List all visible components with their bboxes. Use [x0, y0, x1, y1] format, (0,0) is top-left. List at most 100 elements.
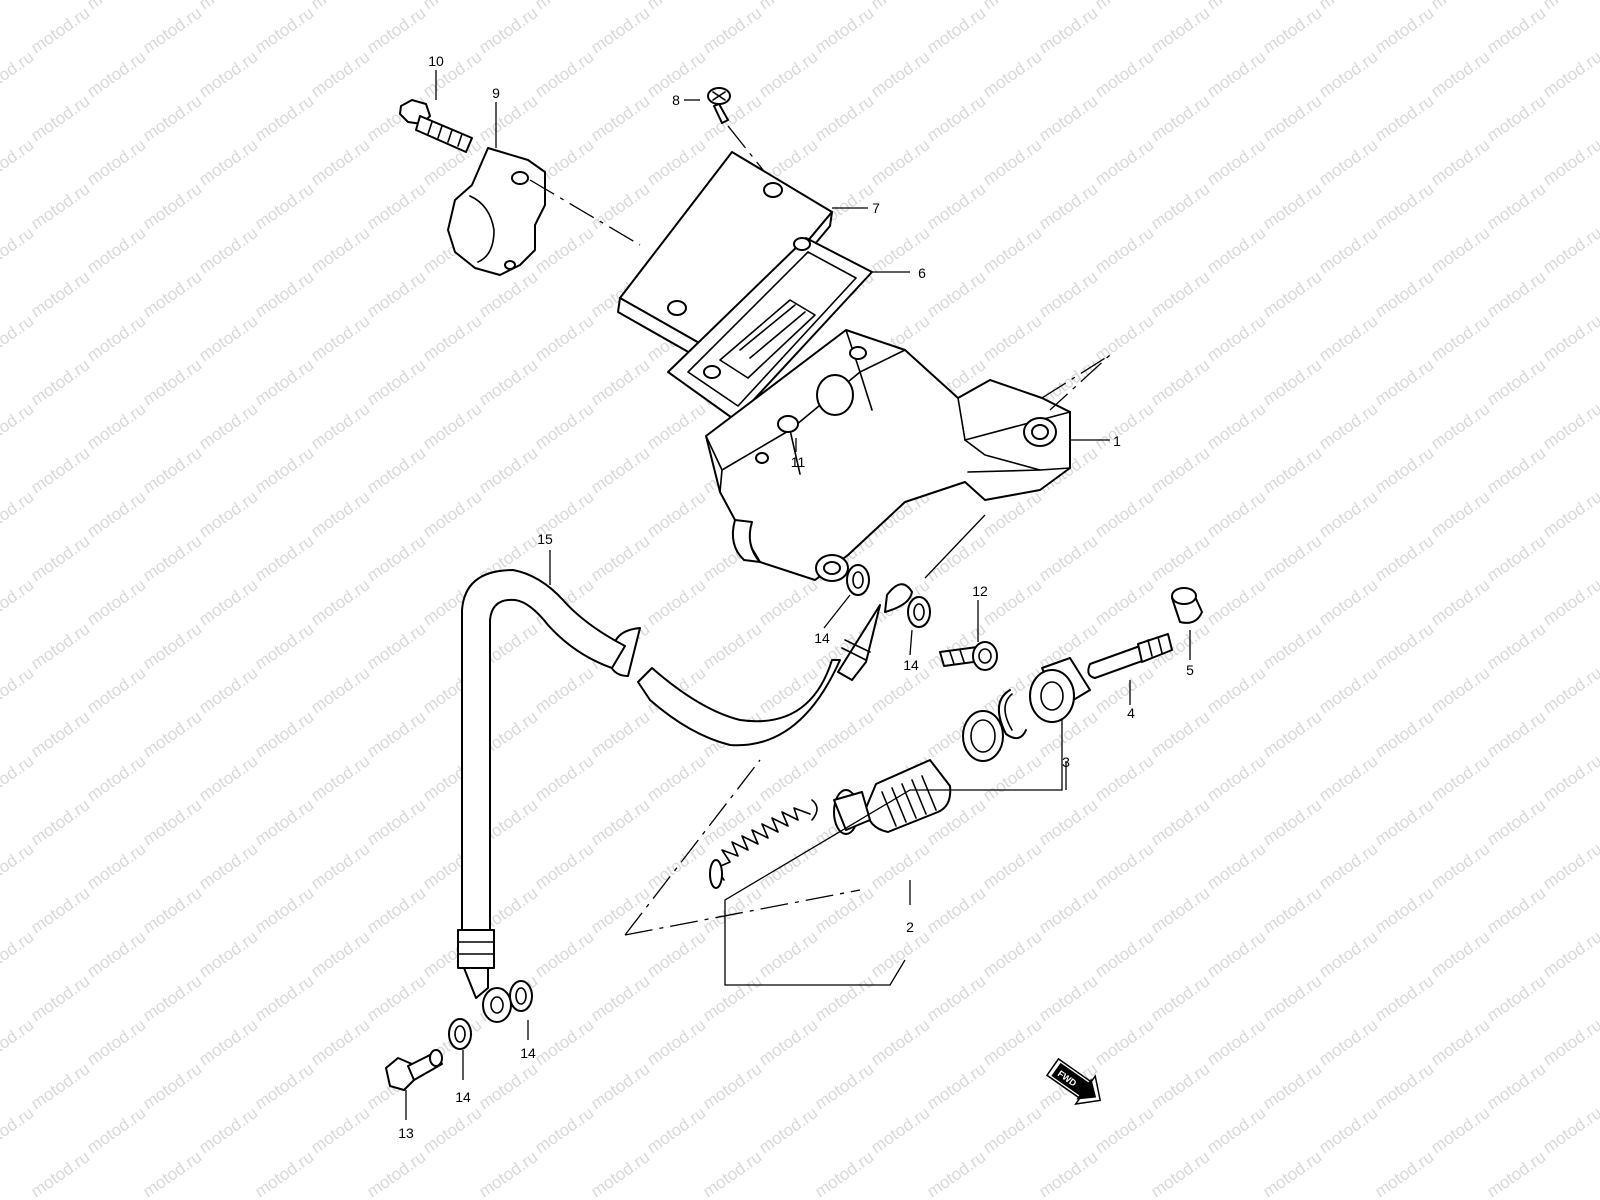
label-part-8: 8 [672, 92, 680, 108]
watermark-text: motod.ru [0, 135, 37, 189]
watermark-text: motod.ru [139, 531, 205, 585]
watermark-text: motod.ru [811, 883, 877, 937]
label-part-13: 13 [398, 1125, 414, 1141]
watermark-text: motod.ru [1539, 399, 1600, 453]
watermark-text: motod.ru [587, 795, 653, 849]
watermark-text: motod.ru [1539, 223, 1600, 277]
watermark-text: motod.ru [195, 663, 261, 717]
watermark-text: motod.ru [363, 3, 429, 57]
watermark-text: motod.ru [1371, 267, 1437, 321]
watermark-text: motod.ru [0, 223, 37, 277]
watermark-text: motod.ru [1315, 575, 1381, 629]
watermark-text: motod.ru [587, 1059, 653, 1113]
watermark-text: motod.ru [531, 927, 597, 981]
watermark-text: motod.ru [139, 267, 205, 321]
label-part-2: 2 [906, 919, 914, 935]
watermark-text: motod.ru [587, 179, 653, 233]
watermark-text: motod.ru [83, 839, 149, 893]
watermark-text: motod.ru [531, 311, 597, 365]
watermark-text: motod.ru [363, 443, 429, 497]
watermark-text: motod.ru [1035, 795, 1101, 849]
watermark-text: motod.ru [307, 1015, 373, 1069]
watermark-text: motod.ru [419, 0, 485, 13]
watermark-text: motod.ru [251, 883, 317, 937]
forward-arrow-icon: FWD [1045, 1057, 1102, 1105]
watermark-text: motod.ru [1259, 1059, 1325, 1113]
watermark-text: motod.ru [1371, 883, 1437, 937]
watermark-text: motod.ru [867, 927, 933, 981]
label-part-1: 1 [1113, 433, 1121, 449]
watermark-text: motod.ru [1483, 91, 1549, 145]
watermark-text: motod.ru [27, 795, 93, 849]
watermark-text: motod.ru [195, 751, 261, 805]
watermark-text: motod.ru [1091, 1103, 1157, 1157]
label-part-9: 9 [492, 85, 500, 101]
watermark-text: motod.ru [1091, 1015, 1157, 1069]
watermark-text: motod.ru [363, 531, 429, 585]
watermark-text: motod.ru [307, 399, 373, 453]
watermark-text: motod.ru [195, 399, 261, 453]
watermark-text: motod.ru [1203, 663, 1269, 717]
watermark-text: motod.ru [139, 795, 205, 849]
watermark-text: motod.ru [0, 1015, 37, 1069]
watermark-text: motod.ru [1371, 971, 1437, 1025]
watermark-text: motod.ru [1315, 47, 1381, 101]
watermark-text: motod.ru [1539, 751, 1600, 805]
watermark-text: motod.ru [587, 1147, 653, 1200]
watermark-text: motod.ru [0, 751, 37, 805]
watermark-text: motod.ru [1595, 443, 1600, 497]
watermark-text: motod.ru [755, 1015, 821, 1069]
watermark-text: motod.ru [195, 927, 261, 981]
centerline-body-lower [924, 514, 986, 579]
watermark-text: motod.ru [83, 487, 149, 541]
watermark-text: motod.ru [531, 1015, 597, 1069]
watermark-text: motod.ru [251, 179, 317, 233]
watermark-text: motod.ru [1147, 443, 1213, 497]
watermark-text: motod.ru [1483, 883, 1549, 937]
watermark-text: motod.ru [475, 3, 541, 57]
watermark-text: motod.ru [83, 47, 149, 101]
watermark-text: motod.ru [251, 707, 317, 761]
watermark-text: motod.ru [699, 795, 765, 849]
watermark-text: motod.ru [1483, 531, 1549, 585]
watermark-text: motod.ru [1371, 619, 1437, 673]
watermark-text: motod.ru [1539, 311, 1600, 365]
label-part-5: 5 [1186, 662, 1194, 678]
watermark-text: motod.ru [1427, 223, 1493, 277]
watermark-text: motod.ru [27, 267, 93, 321]
watermark-text: motod.ru [531, 1103, 597, 1157]
watermark-text: motod.ru [139, 91, 205, 145]
watermark-text: motod.ru [979, 135, 1045, 189]
banjo-bolt-part-13 [385, 1049, 443, 1091]
watermark-text: motod.ru [1539, 47, 1600, 101]
watermark-text: motod.ru [699, 971, 765, 1025]
part-numbers: 10 9 8 7 6 1 11 15 12 14 14 5 4 3 2 14 1… [398, 53, 1194, 1141]
watermark-text: motod.ru [867, 0, 933, 13]
watermark-text: motod.ru [1427, 1103, 1493, 1157]
watermark-text: motod.ru [27, 707, 93, 761]
watermark-text: motod.ru [1203, 223, 1269, 277]
watermark-text: motod.ru [1147, 1059, 1213, 1113]
watermark-text: motod.ru [251, 3, 317, 57]
watermark-text: motod.ru [1371, 355, 1437, 409]
watermark-text: motod.ru [1427, 311, 1493, 365]
watermark-text: motod.ru [1259, 443, 1325, 497]
watermark-text: motod.ru [755, 751, 821, 805]
washer-part-14-lower-b [448, 1018, 472, 1050]
banjo-bolt-part-12 [939, 641, 998, 671]
watermark-text: motod.ru [1147, 3, 1213, 57]
label-part-10: 10 [428, 53, 444, 69]
watermark-text: motod.ru [1595, 883, 1600, 937]
watermark-text: motod.ru [811, 707, 877, 761]
watermark-text: motod.ru [1539, 135, 1600, 189]
watermark-text: motod.ru [1091, 47, 1157, 101]
washer-part-14-lower-a [509, 980, 533, 1012]
watermark-text: motod.ru [1539, 839, 1600, 893]
watermark-text: motod.ru [1147, 531, 1213, 585]
watermark-text: motod.ru [195, 1015, 261, 1069]
watermark-text: motod.ru [363, 1147, 429, 1200]
watermark-text: motod.ru [419, 311, 485, 365]
screw-part-8 [707, 87, 731, 124]
watermark-text: motod.ru [363, 883, 429, 937]
